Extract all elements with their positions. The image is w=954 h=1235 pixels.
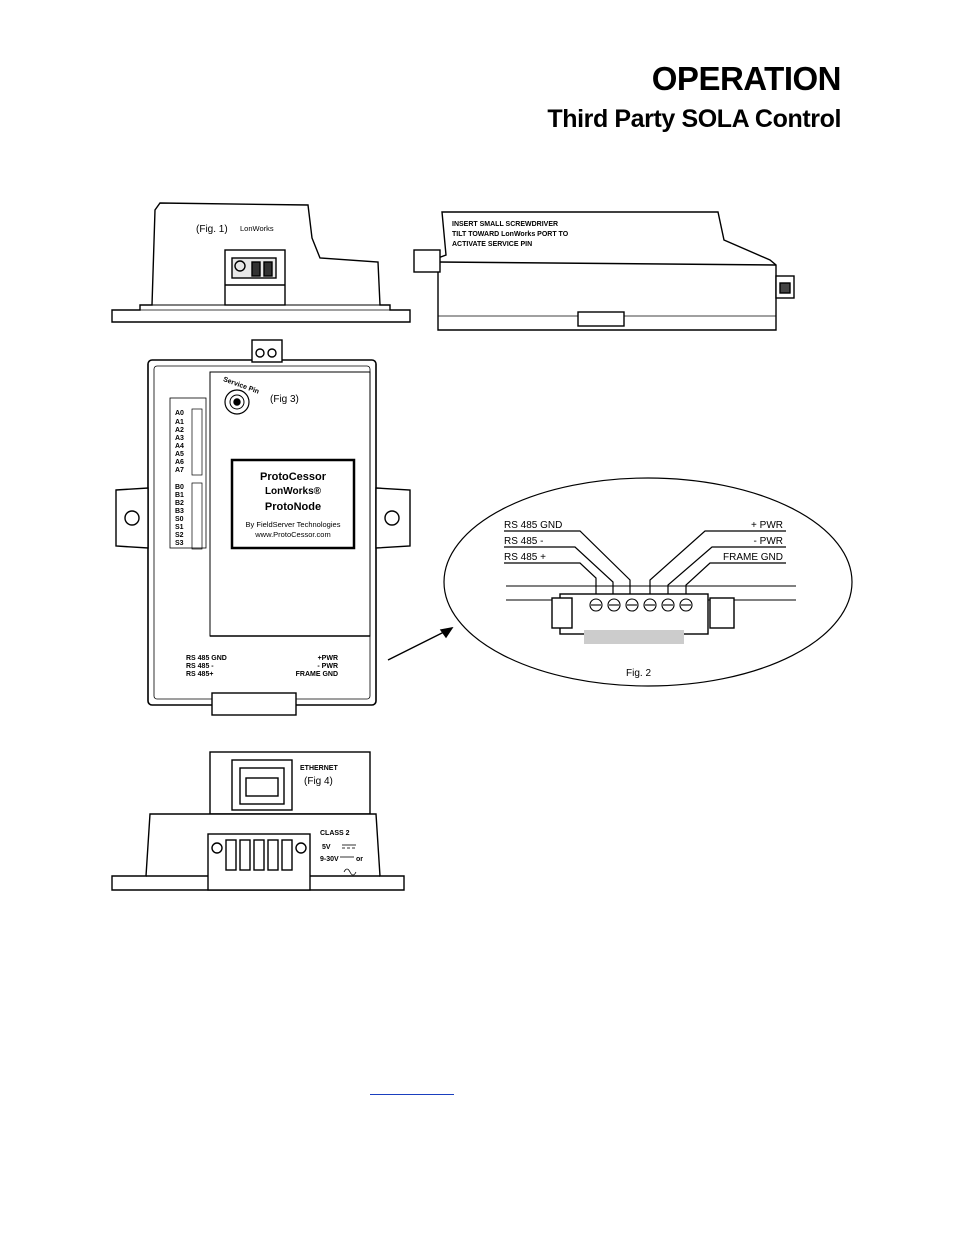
fig1-instruction-2: TILT TOWARD LonWorks PORT TO	[452, 231, 569, 238]
fig4-5v: 5V	[322, 844, 331, 851]
fig3-term-frame-gnd: FRAME GND	[296, 671, 338, 678]
fig3-term-rs485plus: RS 485+	[186, 671, 213, 678]
fig4-9-30v: 9-30V	[320, 856, 339, 863]
dip-switch-boxes	[191, 408, 203, 550]
fig2-zoom	[443, 477, 853, 687]
dip-a0: A0	[175, 410, 184, 417]
dip-b1: B1	[175, 492, 184, 499]
dip-b2: B2	[175, 500, 184, 507]
fig4-bottom-view	[111, 751, 405, 891]
fig4-ethernet: ETHERNET	[300, 765, 338, 772]
fig1-top-view	[413, 211, 795, 331]
dip-a5: A5	[175, 451, 184, 458]
dip-b0: B0	[175, 484, 184, 491]
fig1-side-view	[111, 202, 411, 323]
logo-protocessor: ProtoCessor	[260, 471, 327, 483]
fig2-term-frame-gnd: FRAME GND	[723, 552, 783, 563]
dip-a6: A6	[175, 459, 184, 466]
fig3-front-view	[115, 339, 411, 716]
fig1-label: (Fig. 1)	[196, 224, 228, 235]
fig1-port-label: LonWorks	[240, 224, 274, 233]
fig3-term-pwr-minus: - PWR	[317, 663, 338, 670]
fig2-term-rs485minus: RS 485 -	[504, 536, 543, 547]
fig2-term-rs485plus: RS 485 +	[504, 552, 546, 563]
logo-byline: By FieldServer Technologies	[246, 520, 341, 529]
fig1-instruction-3: ACTIVATE SERVICE PIN	[452, 241, 532, 248]
fig4-or: or	[356, 856, 363, 863]
fig1-instruction-1: INSERT SMALL SCREWDRIVER	[452, 221, 558, 228]
dip-b3: B3	[175, 508, 184, 515]
dc-ac-symbols	[340, 844, 357, 876]
hyperlink-underline[interactable]	[370, 1080, 454, 1095]
dip-a4: A4	[175, 443, 184, 450]
callout-arrow	[387, 627, 453, 661]
page-title: OPERATION	[651, 60, 842, 97]
page-subtitle: Third Party SOLA Control	[547, 105, 841, 133]
logo-lonworks: LonWorks®	[265, 486, 322, 497]
fig2-term-rs485gnd: RS 485 GND	[504, 520, 562, 531]
dip-a2: A2	[175, 427, 184, 434]
dip-s2: S2	[175, 532, 184, 539]
fig2-term-pwr-plus: + PWR	[751, 520, 783, 531]
dip-a3: A3	[175, 435, 184, 442]
fig3-label: (Fig 3)	[270, 394, 299, 405]
dip-s0: S0	[175, 516, 184, 523]
dip-switch-b: B0 B1 B2 B3 S0 S1 S2 S3	[175, 484, 184, 547]
fig2-term-pwr-minus: - PWR	[754, 536, 783, 547]
fig3-term-rs485minus: RS 485 -	[186, 663, 214, 670]
fig4-label: (Fig 4)	[304, 776, 333, 787]
logo-url: www.ProtoCessor.com	[254, 530, 330, 539]
fig3-term-rs485gnd: RS 485 GND	[186, 655, 227, 662]
dip-a7: A7	[175, 467, 184, 474]
dip-a1: A1	[175, 419, 184, 426]
fig3-term-pwr-plus: +PWR	[318, 655, 338, 662]
fig4-class: CLASS 2	[320, 830, 350, 837]
dip-switch-a: A0 A1 A2 A3 A4 A5 A6 A7	[175, 410, 184, 474]
dip-s3: S3	[175, 540, 184, 547]
fig2-label: Fig. 2	[626, 668, 651, 679]
dip-s1: S1	[175, 524, 184, 531]
logo-protonode: ProtoNode	[265, 501, 321, 513]
